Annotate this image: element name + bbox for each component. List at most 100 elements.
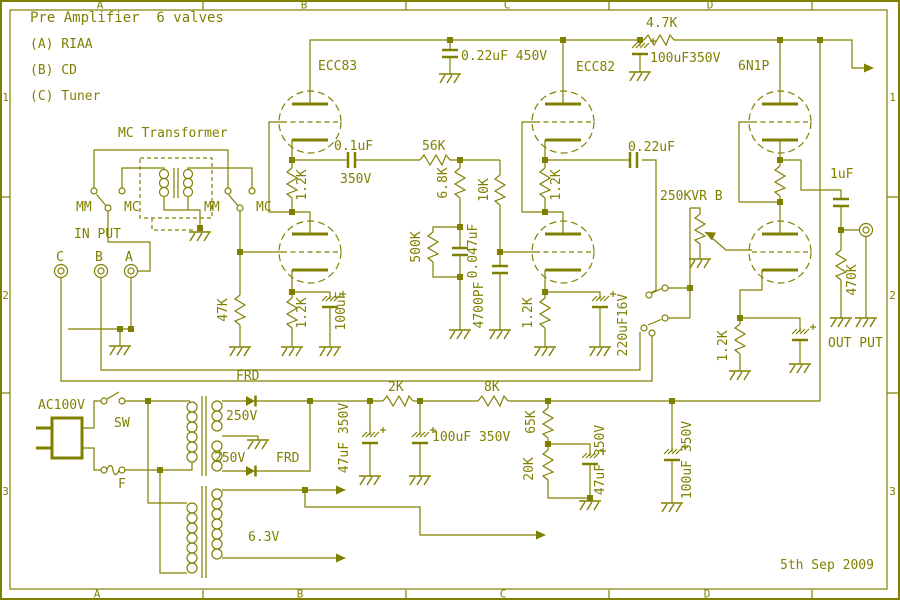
ground-icon — [628, 71, 652, 82]
capacitor-47uf-350v-b-label: 47uF 350V — [593, 425, 608, 496]
date-label: 5th Sep 2009 — [780, 558, 874, 573]
ground-icon — [488, 329, 512, 340]
potentiometer-250k — [694, 213, 706, 245]
ground-icon — [280, 346, 304, 357]
tube-ecc82-label: ECC82 — [576, 60, 615, 75]
border-col-b-top: B — [301, 0, 308, 12]
shield-box — [139, 157, 213, 219]
border-col-d-top: D — [707, 0, 714, 12]
capacitor-100uf-350v-a-label: 100uF 350V — [432, 430, 510, 445]
diode-frd-2 — [244, 464, 257, 478]
capacitor-100uf-350v-top-label: 100uF350V — [650, 51, 721, 66]
border-col-c-top: C — [504, 0, 511, 12]
resistor-cathode-1.2k-ecc82-label: 1.2K — [521, 297, 536, 328]
jack-b-label: B — [95, 250, 103, 265]
resistor-4.7k-label: 4.7K — [646, 16, 677, 31]
resistor-cathode-1.2k-ecc83-label: 1.2K — [295, 297, 310, 328]
border-row-1-right: 1 — [889, 91, 896, 104]
resistor-56k — [419, 154, 451, 166]
capacitor-47uf-350v-a-label: 47uF 350V — [337, 403, 352, 474]
ground-icon — [438, 73, 462, 84]
power-switch-contact — [118, 397, 126, 405]
ground-icon — [688, 258, 712, 269]
resistor-srpp-1.2k-ecc83-label: 1.2K — [295, 169, 310, 200]
resistor-56k-label: 56K — [422, 139, 446, 154]
capacitor-220uf-16v-label: 220uF16V — [616, 294, 631, 357]
border-col-b-bottom: B — [297, 588, 304, 600]
resistor-65k-label: 65K — [524, 410, 539, 434]
ecc82-stage: ECC82 1.2K 1.2K 220uF16V 0.22uF — [521, 60, 675, 357]
resistor-10k-label: 10K — [477, 178, 492, 202]
pot-wiper-arrow-icon — [702, 227, 716, 241]
capacitor-47uf-350v-a — [360, 425, 388, 445]
resistor-47k — [234, 294, 246, 326]
resistor-cathode-1.2k-ecc82 — [539, 297, 551, 329]
resistor-srpp-1.2k-ecc82-label: 1.2K — [549, 169, 564, 200]
resistor-6.8k — [454, 167, 466, 199]
6n1p-stage: 6N1P 1.2K — [716, 59, 818, 381]
ground-icon — [854, 317, 878, 328]
frd-psu-label: FRD — [276, 451, 300, 466]
capacitor-100uf-350v-b-label: 100uF 350V — [680, 421, 695, 499]
bplus-rail: 4.7K 0.22uF 450V 100uF350V — [309, 16, 874, 401]
riaa-network: 0.1uF 350V 56K 6.8K 500K 0.047uF 10K 470… — [292, 139, 535, 340]
ground-icon — [246, 439, 270, 450]
ground-icon — [408, 475, 432, 486]
border-col-c-bottom: C — [500, 588, 507, 600]
resistor-500k-label: 500K — [409, 231, 424, 262]
resistor-8k — [477, 395, 509, 407]
bplus-out-arrow-icon — [864, 63, 874, 73]
border-col-a-bottom: A — [94, 588, 101, 600]
capacitor-0.047uf-label: 0.047uF — [466, 223, 481, 278]
winding-250v-lower-label: 250V — [214, 451, 245, 466]
capacitor-220uf-16v — [590, 289, 618, 309]
input-b-legend: (B) CD — [30, 63, 77, 78]
heater-arrow-icon — [336, 485, 346, 495]
capacitor-4700pf-label: 4700PF — [472, 281, 487, 328]
tube-6n1p-label: 6N1P — [738, 59, 769, 74]
ground-icon — [228, 346, 252, 357]
power-switch-label: SW — [114, 416, 130, 431]
mm-label-left: MM — [76, 200, 92, 215]
mm-contact-right — [224, 187, 232, 195]
input-title: IN PUT — [74, 227, 121, 242]
capacitor-0.22uf-450v-label: 0.22uF 450V — [461, 49, 547, 64]
ac-input-label: AC100V — [38, 398, 85, 413]
mc-transformer-section: MC Transformer MM MC MM MC — [76, 126, 272, 252]
resistor-500k — [427, 231, 439, 263]
schematic-title: Pre Amplifier 6 valves — [30, 10, 224, 26]
mc-contact-right — [248, 187, 256, 195]
resistor-2k-label: 2K — [388, 380, 404, 395]
ground-icon — [448, 329, 472, 340]
resistor-srpp-6n1p — [774, 165, 786, 197]
capacitor-0.1uf — [346, 150, 357, 170]
winding-250v-upper-label: 250V — [226, 409, 257, 424]
capacitor-1uf — [831, 197, 851, 208]
selector-out-1 — [661, 284, 669, 292]
resistor-20k — [542, 449, 554, 481]
resistor-cathode-1.2k-6n1p — [734, 323, 746, 355]
ground-icon — [588, 346, 612, 357]
border-col-a-top: A — [97, 0, 104, 12]
selector-contact-a — [645, 291, 653, 299]
output-title: OUT PUT — [828, 336, 883, 351]
resistor-20k-label: 20K — [522, 457, 537, 481]
ground-icon — [829, 317, 853, 328]
ac-plug — [50, 416, 84, 460]
input-section: IN PUT C B A FRD — [53, 211, 653, 384]
output-section: 1uF 470K OUT PUT — [780, 159, 883, 351]
potentiometer-250k-label: 250KVR B — [660, 189, 723, 204]
ground-icon — [728, 370, 752, 381]
ground-icon — [318, 346, 342, 357]
capacitor-0.22uf-450v — [440, 48, 460, 59]
tube-ecc83-label: ECC83 — [318, 59, 357, 74]
title-block: Pre Amplifier 6 valves (A) RIAA (B) CD (… — [30, 10, 874, 573]
ground-icon — [533, 346, 557, 357]
capacitor-0.22uf-label: 0.22uF — [628, 140, 675, 155]
border-row-2-left: 2 — [2, 289, 9, 302]
ground-icon — [108, 345, 132, 356]
border-col-d-bottom: D — [704, 588, 711, 600]
diode-frd-1 — [244, 394, 257, 408]
border-row-3-right: 3 — [889, 485, 896, 498]
